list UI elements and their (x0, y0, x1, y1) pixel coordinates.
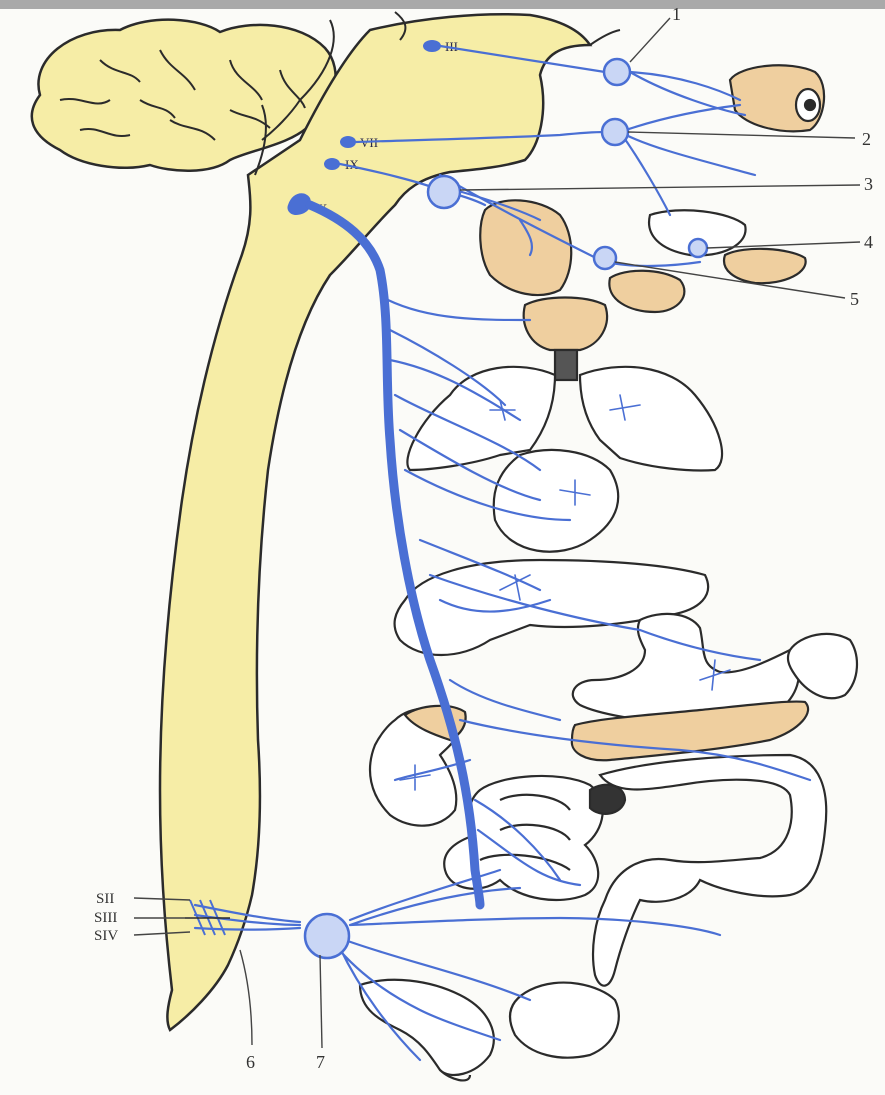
nucleus-VII (340, 136, 356, 148)
leader-6 (240, 950, 252, 1045)
callout-4: 4 (864, 232, 873, 252)
sublingual-gland (724, 249, 806, 283)
leader-7 (320, 955, 322, 1048)
rectum (360, 980, 494, 1075)
callout-1: 1 (672, 4, 681, 24)
lung-right (580, 367, 722, 471)
nucleus-IX (324, 158, 340, 170)
bladder (510, 983, 619, 1058)
callout-7: 7 (316, 1052, 325, 1072)
organs (360, 65, 857, 1080)
callout-2: 2 (862, 129, 871, 149)
pterygopalatine-ganglion (602, 119, 628, 145)
pelvic-ganglion (305, 914, 349, 958)
colon (593, 755, 826, 986)
pterygopalatine-branches (620, 105, 755, 215)
larynx (524, 298, 607, 351)
duodenum-cross-section (590, 785, 625, 814)
spleen (788, 634, 857, 698)
callout-3: 3 (864, 174, 873, 194)
sacral-label-SIII: SIII (94, 910, 117, 926)
ciliary-branches (630, 72, 745, 115)
trachea (555, 350, 577, 380)
otic-ganglion (428, 176, 460, 208)
submandibular-ganglion (689, 239, 707, 257)
submandibular-gland (609, 271, 684, 312)
leader-1 (630, 18, 670, 62)
vagus-branch-larynx (388, 300, 530, 320)
sublingual-ganglion (594, 247, 616, 269)
sacral-label-SII: SII (96, 891, 114, 907)
nucleus-III (423, 40, 441, 52)
leader-2 (628, 132, 855, 138)
leader-3 (460, 185, 860, 190)
callout-5: 5 (850, 289, 859, 309)
callout-6: 6 (246, 1052, 255, 1072)
ciliary-ganglion (604, 59, 630, 85)
heart (494, 450, 618, 552)
sacral-label-SIV: SIV (94, 928, 118, 944)
